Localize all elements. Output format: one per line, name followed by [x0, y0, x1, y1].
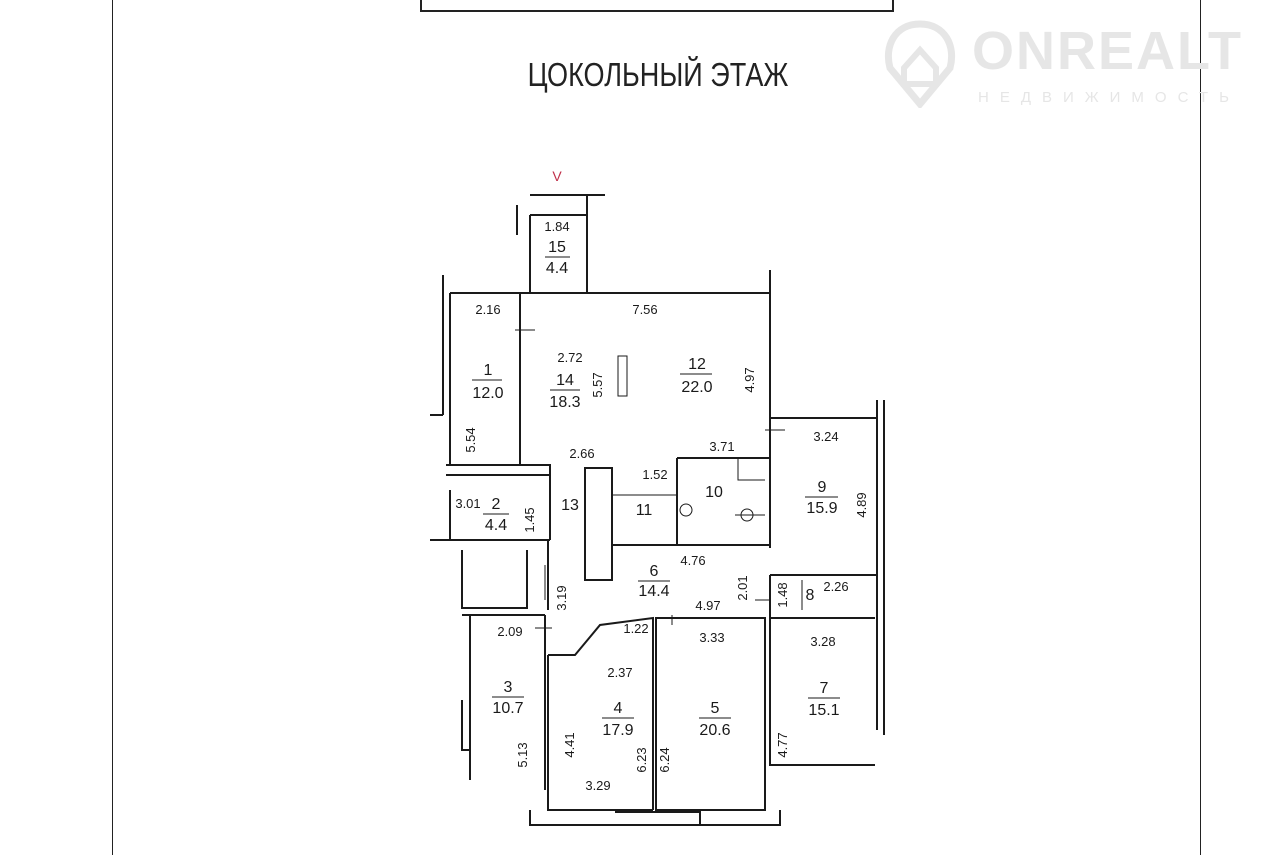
room-10: 3.71 10 — [705, 439, 735, 501]
room-1: 2.16 1 12.0 5.54 — [463, 302, 504, 453]
dimension-label: 2.66 — [569, 446, 594, 461]
dimension-label: 5.57 — [590, 372, 605, 397]
room-11: 1.52 11 — [636, 467, 668, 519]
watermark-subtitle: НЕДВИЖИМОСТЬ — [978, 89, 1240, 106]
room-number: 7 — [820, 680, 829, 697]
room-9: 3.24 9 15.9 4.89 — [805, 429, 869, 518]
room-number: 6 — [650, 563, 659, 580]
dimension-label: 2.26 — [823, 579, 848, 594]
dimension-label: 2.09 — [497, 624, 522, 639]
room-area: 18.3 — [549, 394, 580, 411]
room-number: 13 — [561, 497, 579, 514]
dimension-label: 4.77 — [775, 732, 790, 757]
room-number: 12 — [688, 356, 706, 373]
room-area: 12.0 — [472, 385, 503, 402]
room-area: 15.9 — [806, 500, 837, 517]
room-number: 3 — [504, 679, 513, 696]
room-area: 17.9 — [602, 722, 633, 739]
room-area: 20.6 — [699, 722, 730, 739]
room-8: 1.48 2.26 8 — [775, 579, 849, 608]
room-number: 5 — [711, 700, 720, 717]
room-area: 4.4 — [546, 260, 568, 277]
room-area: 4.4 — [485, 517, 507, 534]
dimension-label: 3.71 — [709, 439, 734, 454]
dimension-label: 4.97 — [742, 367, 757, 392]
room-number: 14 — [556, 372, 574, 389]
page-border-right — [1200, 0, 1201, 855]
dimension-label: 6.24 — [657, 747, 672, 772]
dimension-label: 5.54 — [463, 427, 478, 452]
header-stamp-box — [420, 0, 894, 12]
room-number: 1 — [484, 362, 493, 379]
room-3: 2.09 3 10.7 5.13 — [492, 624, 530, 768]
room-12: 7.56 12 22.0 4.97 — [632, 302, 757, 396]
dimension-label: 3.33 — [699, 630, 724, 645]
watermark: ONREALT НЕДВИЖИМОСТЬ — [880, 18, 1260, 118]
watermark-brand: ONREALT — [972, 21, 1243, 81]
room-area: 22.0 — [681, 379, 712, 396]
room-2: 3.01 2 4.4 1.45 — [455, 496, 537, 534]
room-number: 9 — [818, 479, 827, 496]
dimension-label: 4.97 — [695, 598, 720, 613]
dimension-label: 3.01 — [455, 496, 480, 511]
dimension-label: 4.41 — [562, 732, 577, 757]
dimension-label: 3.28 — [810, 634, 835, 649]
entrance-marker: V — [552, 168, 562, 184]
page-border-left — [112, 0, 113, 855]
dimension-label: 1.22 — [623, 621, 648, 636]
house-pin-icon — [884, 20, 956, 108]
dimension-label: 3.24 — [813, 429, 838, 444]
room-6: 4.76 6 14.4 3.19 2.01 4.97 1.22 — [554, 553, 750, 636]
room-number: 8 — [806, 587, 815, 604]
dimension-label: 7.56 — [632, 302, 657, 317]
dimension-label: 1.45 — [522, 507, 537, 532]
room-area: 15.1 — [808, 702, 839, 719]
floor-title: ЦОКОЛЬНЫЙ ЭТАЖ — [527, 56, 789, 93]
room-number: 11 — [636, 502, 653, 519]
room-number: 2 — [492, 496, 501, 513]
dimension-label: 6.23 — [634, 747, 649, 772]
room-area: 10.7 — [492, 700, 523, 717]
room-4: 2.37 4 17.9 4.41 6.23 3.29 — [562, 665, 649, 793]
dimension-label: 2.37 — [607, 665, 632, 680]
room-7: 3.28 7 15.1 4.77 — [775, 634, 840, 758]
room-number: 10 — [705, 484, 723, 501]
dimension-label: 1.48 — [775, 582, 790, 607]
room-5: 3.33 5 20.6 6.24 — [657, 630, 731, 773]
dimension-label: 3.19 — [554, 585, 569, 610]
dimension-label: 5.13 — [515, 742, 530, 767]
dimension-label: 4.76 — [680, 553, 705, 568]
room-13: 13 — [561, 497, 579, 514]
room-area: 14.4 — [638, 583, 669, 600]
dimension-label: 1.84 — [544, 219, 569, 234]
dimension-label: 4.89 — [854, 492, 869, 517]
room-14: 2.72 14 18.3 5.57 2.66 — [549, 350, 605, 461]
room-15: 1.84 15 4.4 — [544, 219, 570, 277]
dimension-label: 2.01 — [735, 575, 750, 600]
dimension-label: 2.72 — [557, 350, 582, 365]
room-number: 15 — [548, 239, 566, 256]
dimension-label: 3.29 — [585, 778, 610, 793]
walls — [430, 194, 885, 826]
room-number: 4 — [614, 700, 623, 717]
dimension-label: 1.52 — [642, 467, 667, 482]
dimension-label: 2.16 — [475, 302, 500, 317]
